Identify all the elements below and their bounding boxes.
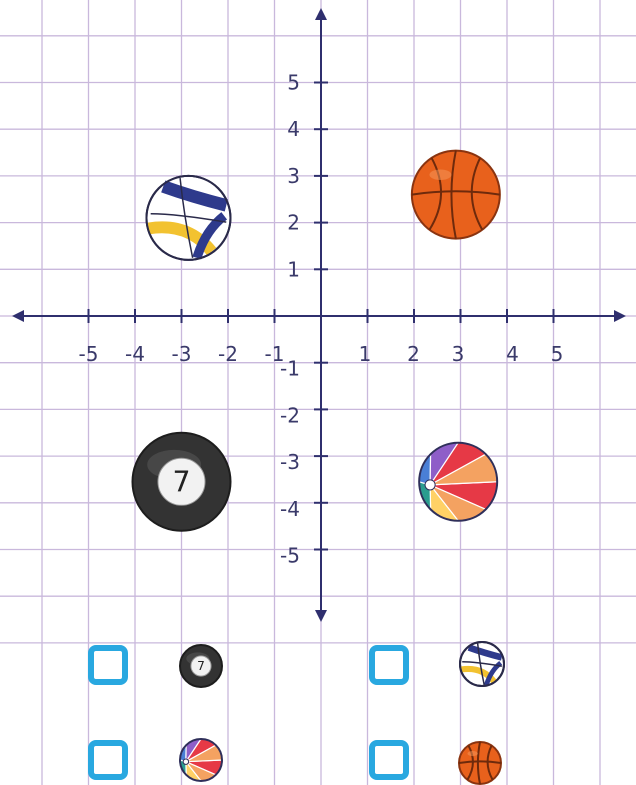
checkbox[interactable]: [91, 648, 125, 682]
axes: [12, 8, 626, 622]
y-tick-label: -1: [280, 357, 300, 381]
answer-option-basketball[interactable]: [372, 742, 501, 784]
x-tick-label: 2: [407, 342, 420, 366]
y-tick-label: -3: [280, 450, 300, 474]
y-tick-label: 1: [287, 257, 300, 281]
beach-ball-icon: [180, 739, 222, 781]
x-tick-label: -4: [125, 342, 145, 366]
x-tick-label: 5: [551, 342, 564, 366]
y-tick-label: 4: [287, 117, 300, 141]
checkbox[interactable]: [91, 743, 125, 777]
y-tick-label: -2: [280, 403, 300, 427]
basketball-marker: [412, 151, 500, 239]
eight-ball-marker: 7: [133, 433, 231, 531]
y-tick-label: -5: [280, 544, 300, 568]
x-tick-label: -3: [172, 342, 192, 366]
x-tick-label: 1: [359, 342, 372, 366]
eight-ball-number: 7: [172, 466, 190, 499]
plotted-balls: 7: [133, 151, 500, 531]
volleyball-marker: [146, 176, 230, 260]
x-axis-right-arrow: [614, 310, 626, 322]
volleyball-icon: [460, 642, 504, 686]
x-tick-label: 4: [506, 342, 519, 366]
answer-option-volleyball[interactable]: [372, 642, 504, 686]
answer-options: 7: [91, 642, 504, 784]
answer-option-beach-ball[interactable]: [91, 739, 222, 781]
y-tick-label: 2: [287, 211, 300, 235]
answer-option-eight-ball[interactable]: 7: [91, 645, 222, 687]
y-tick-label: 5: [287, 71, 300, 95]
y-axis-down-arrow: [315, 610, 327, 622]
checkbox[interactable]: [372, 648, 406, 682]
x-tick-label: -2: [218, 342, 238, 366]
x-axis-left-arrow: [12, 310, 24, 322]
y-tick-label: 3: [287, 164, 300, 188]
eight-ball-number: 7: [197, 659, 205, 673]
x-tick-label: 3: [452, 342, 465, 366]
x-tick-label: -5: [79, 342, 99, 366]
y-axis-up-arrow: [315, 8, 327, 20]
beach-ball-marker: [419, 443, 497, 521]
basketball-icon: [459, 742, 501, 784]
checkbox[interactable]: [372, 743, 406, 777]
eight-ball-icon: 7: [180, 645, 222, 687]
y-tick-label: -4: [280, 497, 300, 521]
